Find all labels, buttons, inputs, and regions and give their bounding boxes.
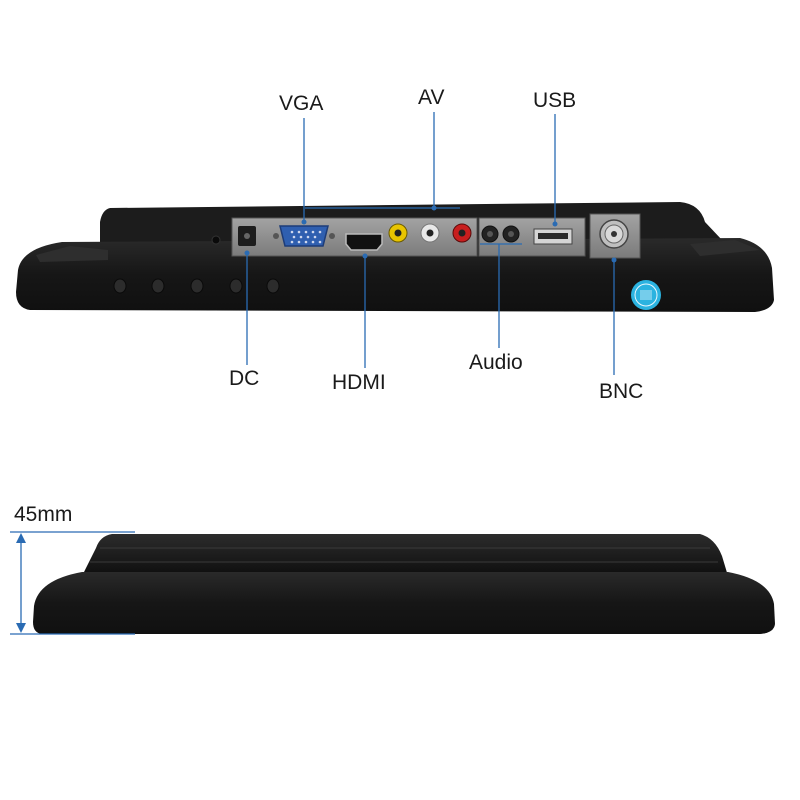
av-label: AV <box>418 86 445 109</box>
monitor-side-view <box>33 534 775 634</box>
dc-label: DC <box>229 367 260 390</box>
monitor-back-view <box>16 202 774 312</box>
osd-buttons <box>113 278 280 294</box>
monitor-side-lower <box>33 572 775 634</box>
bnc-port <box>599 219 629 249</box>
av-ports <box>388 223 472 243</box>
audio-ports <box>481 225 520 243</box>
usb-label: USB <box>533 89 577 112</box>
hdmi-label: HDMI <box>332 371 386 394</box>
osd-button <box>151 278 165 294</box>
qc-sticker <box>631 280 661 310</box>
hdmi-port <box>345 233 383 251</box>
osd-button <box>266 278 280 294</box>
audio-label: Audio <box>469 351 523 374</box>
bnc-label: BNC <box>599 380 644 403</box>
osd-button <box>190 278 204 294</box>
monitor-side-upper <box>82 534 728 576</box>
osd-button <box>113 278 127 294</box>
depth-dimension <box>10 531 135 635</box>
osd-button <box>229 278 243 294</box>
callout-lines <box>244 112 617 375</box>
vga-label: VGA <box>279 92 324 115</box>
depth-label: 45mm <box>14 503 73 526</box>
